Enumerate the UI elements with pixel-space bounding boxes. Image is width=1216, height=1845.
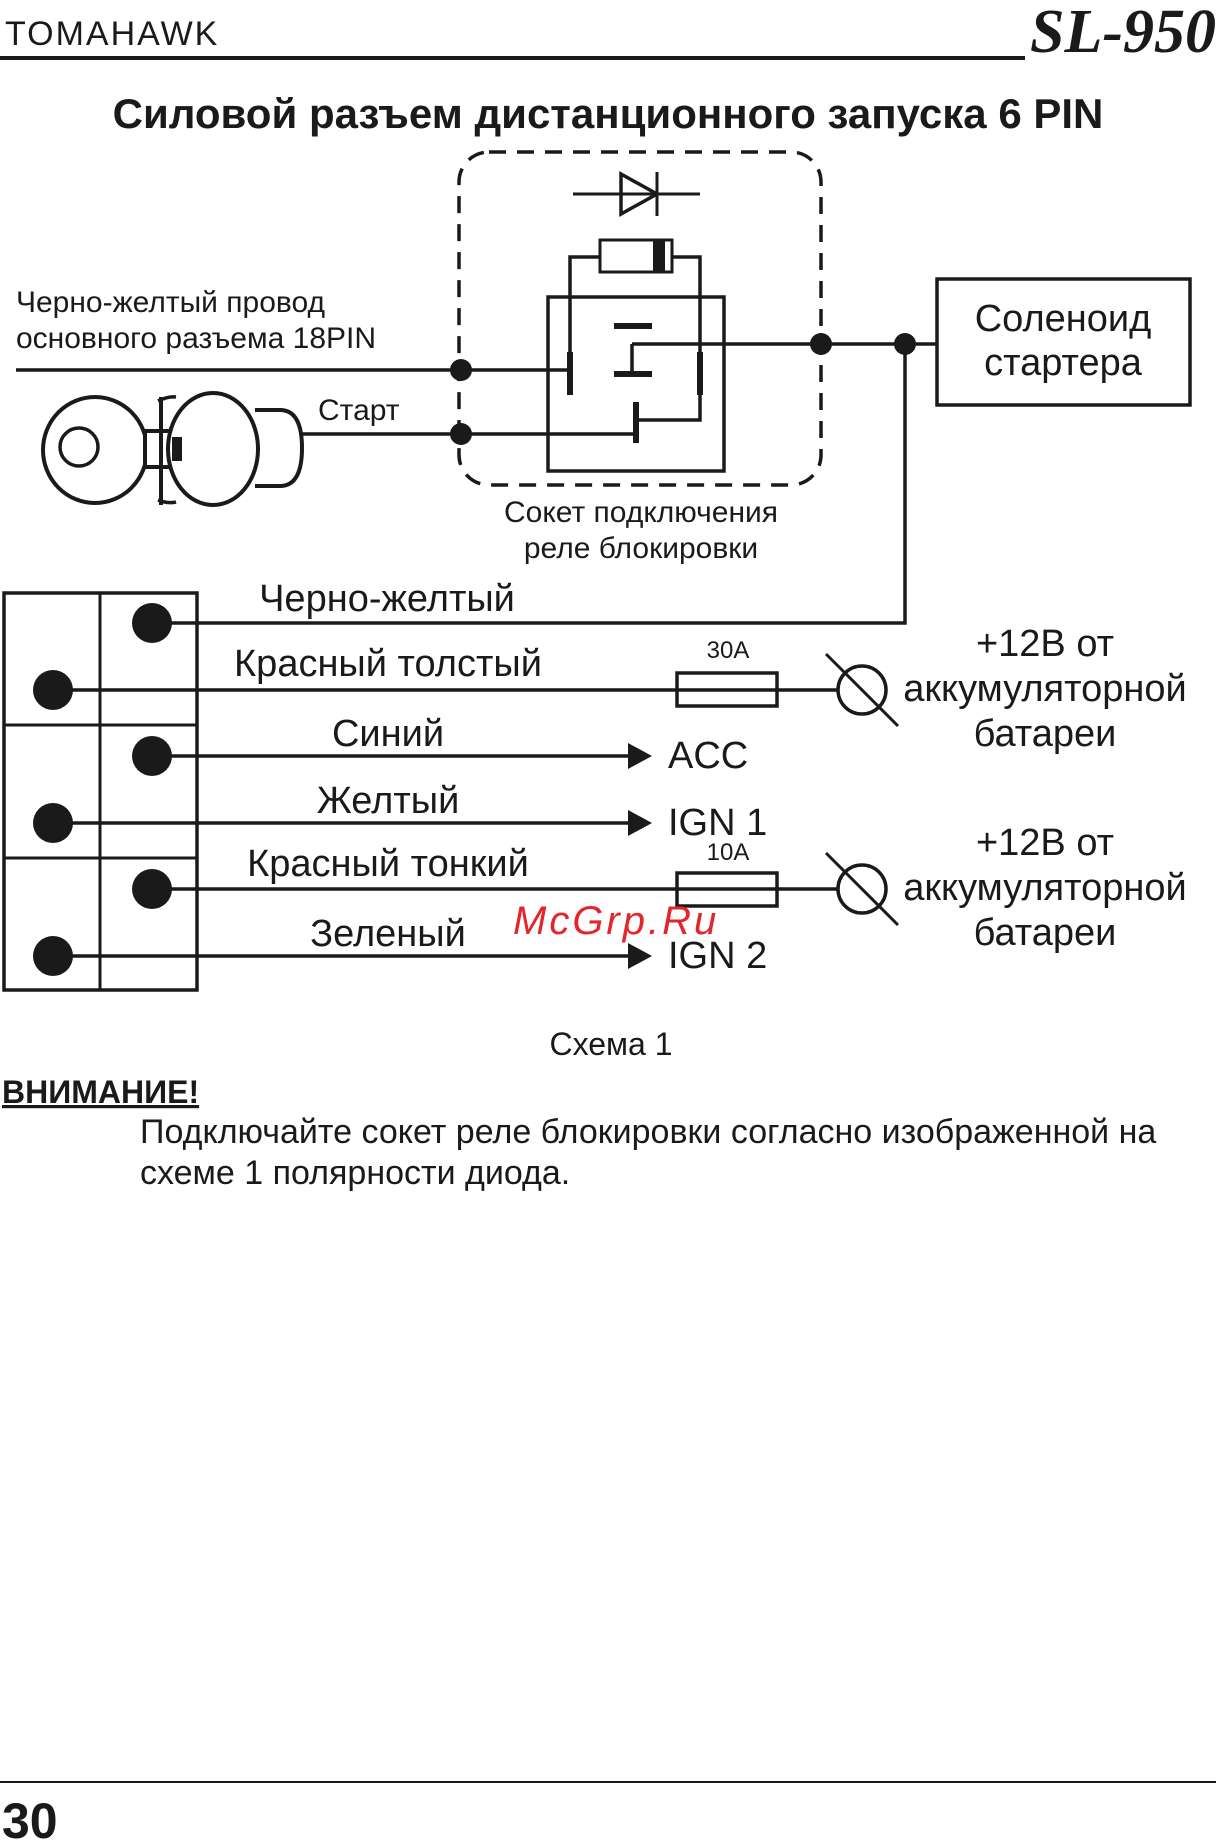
wire-label-black-yellow: Черно-желтый — [259, 578, 515, 620]
solenoid-box — [935, 277, 1192, 407]
page-number: 30 — [2, 1793, 58, 1845]
start-label: Старт — [318, 394, 400, 427]
diode-symbol — [573, 171, 700, 217]
battery2-label-line3: батареи — [974, 912, 1117, 954]
wire-start — [300, 423, 636, 445]
ign2-label: IGN 2 — [668, 935, 767, 977]
wire-main-connector — [16, 359, 570, 381]
battery1-label-line1: +12В от — [976, 623, 1114, 665]
battery1-label-line2: аккумуляторной — [903, 668, 1186, 710]
wire-green — [53, 943, 652, 969]
main-wire-label-line2: основного разъема 18PIN — [16, 322, 376, 355]
battery1-label-line3: батареи — [974, 713, 1117, 755]
wire-red-thick — [53, 671, 838, 708]
wire-label-red-thin: Красный тонкий — [247, 843, 529, 885]
acc-label: ACC — [668, 735, 748, 777]
diagram-caption: Схема 1 — [549, 1026, 672, 1062]
wire-solenoid — [152, 333, 937, 625]
socket-label-line2: реле блокировки — [524, 532, 758, 565]
watermark: McGrp.Ru — [513, 899, 719, 943]
socket-label-line1: Сокет подключения — [504, 496, 778, 529]
battery2-label-line2: аккумуляторной — [903, 867, 1186, 909]
relay-socket-outline — [457, 150, 823, 487]
battery-terminal-icon — [824, 652, 900, 728]
attention-text-line2: схеме 1 полярности диода. — [140, 1154, 570, 1192]
wire-label-red-thick: Красный толстый — [234, 643, 542, 685]
relay-inner-box — [546, 295, 726, 473]
wire-blue — [152, 743, 652, 769]
battery-terminal-icon — [824, 851, 900, 927]
battery2-label-line1: +12В от — [976, 822, 1114, 864]
solenoid-label-line2: стартера — [984, 342, 1143, 384]
wire-label-green: Зеленый — [310, 913, 466, 955]
pin-1 — [132, 603, 172, 643]
wire-label-yellow: Желтый — [317, 780, 460, 822]
wire-yellow — [53, 810, 652, 836]
model-name: SL-950 — [1030, 0, 1216, 66]
ignition-key-icon — [41, 391, 305, 507]
diode-component — [568, 238, 702, 385]
ign1-label: IGN 1 — [668, 802, 767, 844]
main-wire-label-line1: Черно-желтый провод — [16, 286, 325, 319]
brand-name: TOMAHAWK — [5, 15, 219, 53]
solenoid-label-line1: Соленоид — [975, 298, 1152, 340]
wire-red-thin — [152, 871, 838, 908]
attention-text-line1: Подключайте сокет реле блокировки соглас… — [140, 1113, 1156, 1151]
connector-6pin — [2, 591, 199, 992]
attention-heading: ВНИМАНИЕ! — [2, 1074, 199, 1110]
page-title: Силовой разъем дистанционного запуска 6 … — [113, 90, 1104, 137]
wire-label-blue: Синий — [332, 713, 444, 755]
fuse-30a-label: 30А — [707, 637, 750, 664]
relay-contacts — [567, 323, 703, 443]
fuse-10a-label: 10А — [707, 839, 750, 866]
